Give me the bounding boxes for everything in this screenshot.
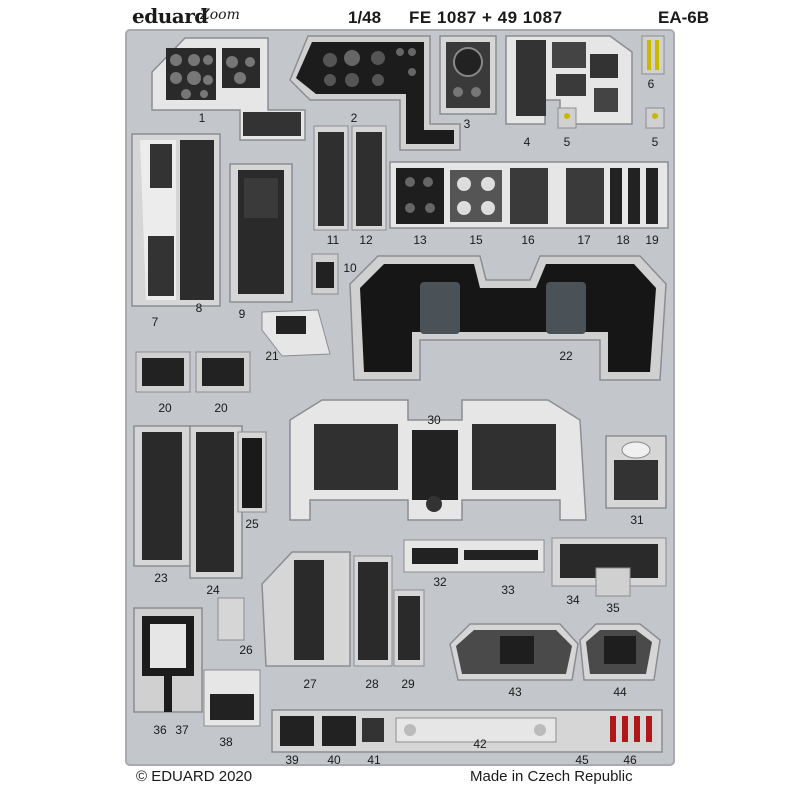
part-label: 5	[564, 135, 571, 149]
model-name: EA-6B	[658, 8, 710, 27]
part-label: 45	[575, 753, 589, 767]
part-label: 27	[303, 677, 317, 691]
part-label: 20	[158, 401, 172, 415]
part-label: 12	[359, 233, 373, 247]
part-label: 4	[524, 135, 531, 149]
part-43-44-shrouds	[449, 623, 661, 681]
part-4-panel	[505, 35, 633, 125]
part-label: 46	[623, 753, 637, 767]
part-2-main-panel	[289, 35, 461, 151]
part-label: 22	[559, 349, 573, 363]
part-23-25-consoles	[133, 425, 267, 579]
part-label: 23	[154, 571, 168, 585]
part-32-33-strip	[403, 539, 545, 573]
part-3-panel	[439, 35, 497, 115]
part-20-pair	[135, 351, 251, 393]
part-13-19-strip	[389, 161, 669, 229]
part-label: 32	[433, 575, 447, 589]
part-11-12-panels	[313, 125, 387, 231]
part-label: 1	[199, 111, 206, 125]
part-label: 21	[265, 349, 279, 363]
part-label: 8	[196, 301, 203, 315]
part-21-plate	[261, 309, 331, 357]
part-34-35-panel	[551, 537, 667, 597]
part-label: 39	[285, 753, 299, 767]
part-39-46-strip	[271, 709, 663, 753]
part-label: 43	[508, 685, 522, 699]
part-label: 6	[648, 77, 655, 91]
part-1-instrument-panel	[151, 37, 306, 141]
part-label: 35	[606, 601, 620, 615]
part-label: 10	[343, 261, 357, 275]
part-label: 2	[351, 111, 358, 125]
part-38-panel	[203, 669, 261, 727]
part-number-labels: 1 2 3 4 5 5 6 7 8 9 10 11 12 13 15 16 17…	[152, 77, 659, 767]
part-label: 20	[214, 401, 228, 415]
part-label: 15	[469, 233, 483, 247]
copyright: © EDUARD 2020	[136, 768, 253, 785]
part-label: 26	[239, 643, 253, 657]
part-30-instrument-panel	[289, 399, 587, 521]
part-label: 33	[501, 583, 515, 597]
part-label: 40	[327, 753, 341, 767]
part-label: 31	[630, 513, 644, 527]
part-label: 3	[464, 117, 471, 131]
part-label: 34	[566, 593, 580, 607]
part-label: 37	[175, 723, 189, 737]
part-label: 24	[206, 583, 220, 597]
part-10-box	[311, 253, 339, 295]
part-9-console	[229, 163, 293, 303]
origin-label: Made in Czech Republic	[470, 768, 633, 785]
part-label: 44	[613, 685, 627, 699]
part-label: 18	[616, 233, 630, 247]
part-label: 25	[245, 517, 259, 531]
part-label: 7	[152, 315, 159, 329]
part-5-levers	[557, 107, 665, 129]
part-label: 29	[401, 677, 415, 691]
part-7-8-side-consoles	[131, 133, 221, 307]
part-label: 38	[219, 735, 233, 749]
part-label: 36	[153, 723, 167, 737]
part-label: 9	[239, 307, 246, 321]
part-27-29-consoles	[261, 551, 425, 667]
part-label: 11	[327, 233, 340, 247]
part-36-37-frame	[133, 597, 245, 713]
part-6-switches	[641, 35, 665, 75]
part-label: 42	[473, 737, 487, 751]
part-22-glareshield	[349, 255, 667, 381]
brand-logo: eduard	[132, 4, 208, 28]
part-label: 16	[521, 233, 535, 247]
part-label: 13	[413, 233, 427, 247]
part-label: 17	[577, 233, 591, 247]
part-label: 19	[645, 233, 659, 247]
part-label: 28	[365, 677, 379, 691]
part-label: 41	[367, 753, 381, 767]
part-label: 5	[652, 135, 659, 149]
product-code: FE 1087 + 49 1087	[409, 8, 563, 27]
part-31-box	[605, 435, 667, 509]
part-label: 30	[427, 413, 441, 427]
zoom-logo: Zoom	[200, 7, 240, 23]
scale-label: 1/48	[348, 8, 382, 27]
